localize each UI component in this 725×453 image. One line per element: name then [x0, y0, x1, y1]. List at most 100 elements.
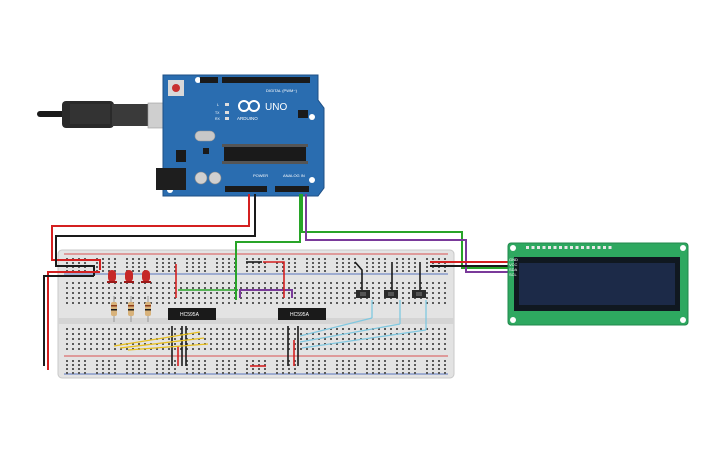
cyan-wires[interactable]	[299, 300, 427, 349]
breadboard-hole	[444, 364, 446, 366]
breadboard-hole	[366, 372, 368, 374]
breadboard-hole	[156, 360, 158, 362]
breadboard-hole	[234, 328, 236, 330]
breadboard-hole	[366, 258, 368, 260]
breadboard-hole	[120, 333, 122, 335]
breadboard-hole	[402, 348, 404, 350]
breadboard-hole	[444, 360, 446, 362]
wire-clock-purple[interactable]	[239, 289, 293, 298]
breadboard-hole	[228, 364, 230, 366]
breadboard-hole	[150, 338, 152, 340]
breadboard-hole	[306, 258, 308, 260]
red-jumpers[interactable]	[175, 261, 295, 367]
usb-cable[interactable]	[37, 101, 169, 129]
shift-register-chip-1[interactable]: HC595A	[168, 308, 216, 320]
breadboard-hole	[144, 297, 146, 299]
breadboard-hole	[96, 368, 98, 370]
signal-wires[interactable]	[178, 194, 508, 300]
breadboard-hole	[366, 333, 368, 335]
power-header[interactable]	[225, 186, 267, 192]
yellow-wires[interactable]	[113, 331, 209, 351]
breadboard-hole	[342, 287, 344, 289]
lcd-header-pin	[603, 246, 606, 249]
breadboard-hole	[438, 297, 440, 299]
breadboard-hole	[318, 292, 320, 294]
breadboard-hole	[198, 270, 200, 272]
breadboard-hole	[84, 338, 86, 340]
breadboard-hole	[342, 282, 344, 284]
lcd-16x2-module[interactable]: GND VCC SDA SCL	[507, 242, 689, 326]
resistors[interactable]	[111, 296, 151, 322]
breadboard-hole	[282, 364, 284, 366]
shift-register-chip-2[interactable]: HC595A	[278, 308, 326, 320]
resistor-2[interactable]	[128, 296, 134, 322]
wire-sda-green[interactable]	[301, 194, 508, 269]
breadboard-hole	[360, 343, 362, 345]
wire-rail-black[interactable]	[43, 275, 94, 366]
breadboard-hole	[144, 364, 146, 366]
breadboard-hole	[252, 297, 254, 299]
resistor-3[interactable]	[145, 296, 151, 322]
breadboard-hole	[252, 262, 254, 264]
breadboard-hole	[180, 302, 182, 304]
breadboard[interactable]	[57, 249, 455, 379]
breadboard-hole	[174, 270, 176, 272]
wire-data-green[interactable]	[235, 194, 301, 300]
breadboard-hole	[108, 338, 110, 340]
breadboard-hole	[438, 302, 440, 304]
lcd-power-wires[interactable]	[430, 261, 508, 267]
led-red-1[interactable]	[107, 270, 117, 283]
breadboard-hole	[318, 343, 320, 345]
breadboard-hole	[228, 270, 230, 272]
breadboard-hole	[390, 348, 392, 350]
led-red-3[interactable]	[141, 270, 151, 283]
pushbutton-3[interactable]	[412, 290, 426, 298]
wire-5v-red[interactable]	[51, 194, 250, 270]
breadboard-hole	[312, 282, 314, 284]
breadboard-hole	[402, 343, 404, 345]
breadboard-hole	[120, 338, 122, 340]
wire-scl-purple[interactable]	[305, 194, 508, 273]
breadboard-hole	[432, 270, 434, 272]
breadboard-hole	[432, 364, 434, 366]
power-jack[interactable]	[156, 168, 186, 190]
breadboard-hole	[420, 333, 422, 335]
pushbutton-1[interactable]	[356, 290, 370, 298]
analog-header[interactable]	[275, 186, 309, 192]
wire-rail-red[interactable]	[47, 271, 100, 370]
breadboard-hole	[378, 282, 380, 284]
breadboard-hole	[366, 287, 368, 289]
breadboard-hole	[414, 287, 416, 289]
breadboard-hole	[330, 302, 332, 304]
breadboard-hole	[426, 287, 428, 289]
arduino-uno-board[interactable]: DIGITAL (PWM~) UNO ARDUINO L TX RX	[156, 74, 325, 197]
breadboard-hole	[174, 266, 176, 268]
breadboard-hole	[324, 282, 326, 284]
reset-button[interactable]	[168, 80, 184, 96]
wire-gnd-black[interactable]	[55, 194, 256, 276]
resistor-1[interactable]	[111, 296, 117, 322]
breadboard-hole	[138, 270, 140, 272]
breadboard-hole	[288, 287, 290, 289]
breadboard-hole	[306, 368, 308, 370]
power-wires[interactable]	[43, 194, 256, 370]
breadboard-hole	[108, 287, 110, 289]
breadboard-hole	[78, 364, 80, 366]
breadboard-hole	[204, 333, 206, 335]
breadboard-hole	[66, 338, 68, 340]
pushbutton-2[interactable]	[384, 290, 398, 298]
breadboard-hole	[228, 372, 230, 374]
breadboard-hole	[324, 338, 326, 340]
breadboard-hole	[180, 333, 182, 335]
breadboard-hole	[402, 302, 404, 304]
breadboard-hole	[138, 360, 140, 362]
breadboard-hole	[162, 328, 164, 330]
led-red-2[interactable]	[124, 270, 134, 283]
digital-header[interactable]	[200, 77, 310, 83]
breadboard-hole	[72, 348, 74, 350]
breadboard-hole	[348, 302, 350, 304]
breadboard-hole	[378, 372, 380, 374]
breadboard-hole	[342, 292, 344, 294]
